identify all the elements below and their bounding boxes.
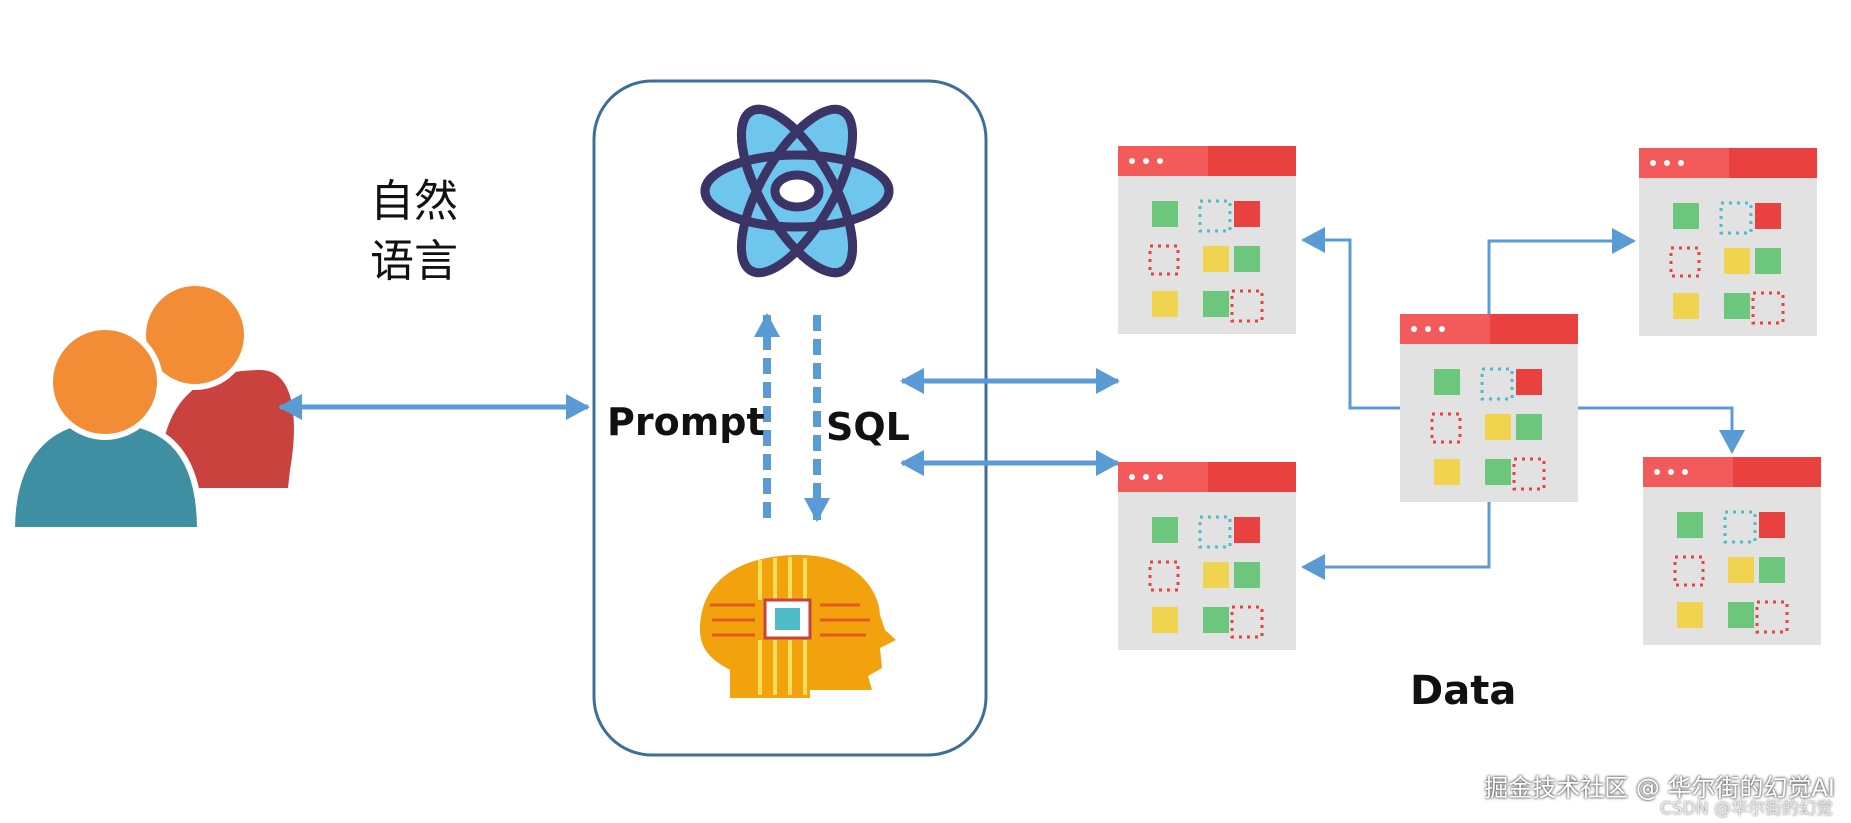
data-table-icon-center [1398, 312, 1580, 504]
connector-center-right-top [1487, 228, 1636, 314]
connector-center-right-bottom [1578, 406, 1745, 454]
data-label: Data [1410, 668, 1517, 714]
natural-language-label-line2: 语言 [370, 236, 458, 287]
users-icon [8, 280, 294, 533]
system-box [592, 79, 988, 757]
data-table-icon-right-bottom [1641, 455, 1823, 647]
data-table-icon-left-bottom [1116, 460, 1298, 652]
connector-center-left-top [1301, 227, 1400, 410]
watermark-primary: 掘金技术社区 @ 华尔街的幻觉AI [1484, 774, 1835, 802]
atom-icon [700, 104, 894, 278]
connector-center-left-bottom [1301, 502, 1491, 580]
watermark-secondary: CSDN @华尔街的幻觉 [1660, 799, 1833, 819]
natural-language-label-line1: 自然 [370, 176, 458, 227]
sql-label: SQL [826, 405, 910, 449]
data-table-icon-right-top [1637, 146, 1819, 338]
ai-brain-head-icon [700, 555, 896, 698]
data-table-icon-left-top [1116, 144, 1298, 336]
prompt-label: Prompt [607, 400, 765, 444]
